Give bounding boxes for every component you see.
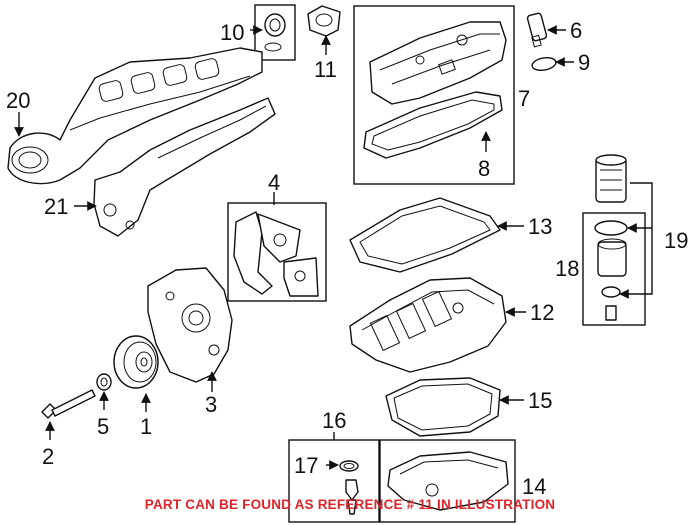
valve-cover-gasket <box>363 91 503 159</box>
callout-14: 14 <box>522 474 546 499</box>
box-lower-oil-pan <box>379 439 516 523</box>
callout-7: 7 <box>518 86 530 111</box>
valve-cover <box>369 21 507 105</box>
dipstick-seal <box>339 460 359 472</box>
box-valve-cover-group <box>353 5 515 185</box>
leader-lines <box>14 25 653 470</box>
manifold-lower <box>93 97 276 237</box>
callout-1: 1 <box>140 414 152 439</box>
reference-caption: PART CAN BE FOUND AS REFERENCE # 11 IN I… <box>144 497 556 512</box>
crank-pulley <box>113 335 159 389</box>
dipstick <box>345 479 359 515</box>
oil-filter <box>595 154 627 203</box>
manifold-upper <box>7 47 263 185</box>
oil-filler-cap <box>307 5 341 37</box>
callout-labels: 20 21 10 11 6 9 7 8 4 13 19 18 12 15 3 1… <box>6 18 688 499</box>
callout-19: 19 <box>664 228 688 253</box>
callout-8: 8 <box>478 156 490 181</box>
callout-2: 2 <box>42 444 54 469</box>
callout-13: 13 <box>528 214 552 239</box>
bolt <box>41 389 96 419</box>
callout-10: 10 <box>220 20 244 45</box>
callout-15: 15 <box>528 388 552 413</box>
sensor-part-6 <box>526 12 548 48</box>
seal-part-9 <box>531 57 557 71</box>
callout-11: 11 <box>314 57 337 82</box>
oil-pan-gasket-lower <box>385 377 501 437</box>
box-timing-gaskets <box>227 202 327 302</box>
oil-pan-upper <box>349 277 507 373</box>
oil-pan-lower <box>387 451 509 511</box>
timing-cover <box>147 267 233 383</box>
seal-part-10 <box>264 13 286 52</box>
callout-3: 3 <box>205 392 217 417</box>
callout-5: 5 <box>97 414 109 439</box>
callout-18: 18 <box>555 256 579 281</box>
washer <box>96 373 112 391</box>
callout-16: 16 <box>322 408 346 433</box>
oil-filter-housing <box>594 220 628 321</box>
box-oil-filter-housing <box>582 212 646 326</box>
callout-20: 20 <box>6 88 30 113</box>
timing-gaskets <box>233 211 319 297</box>
callout-21: 21 <box>44 194 68 219</box>
callout-6: 6 <box>570 18 582 43</box>
callout-9: 9 <box>578 50 590 75</box>
callout-17: 17 <box>294 453 318 478</box>
callout-4: 4 <box>268 170 280 195</box>
callout-12: 12 <box>530 300 554 325</box>
oil-pan-gasket-upper <box>349 197 501 273</box>
